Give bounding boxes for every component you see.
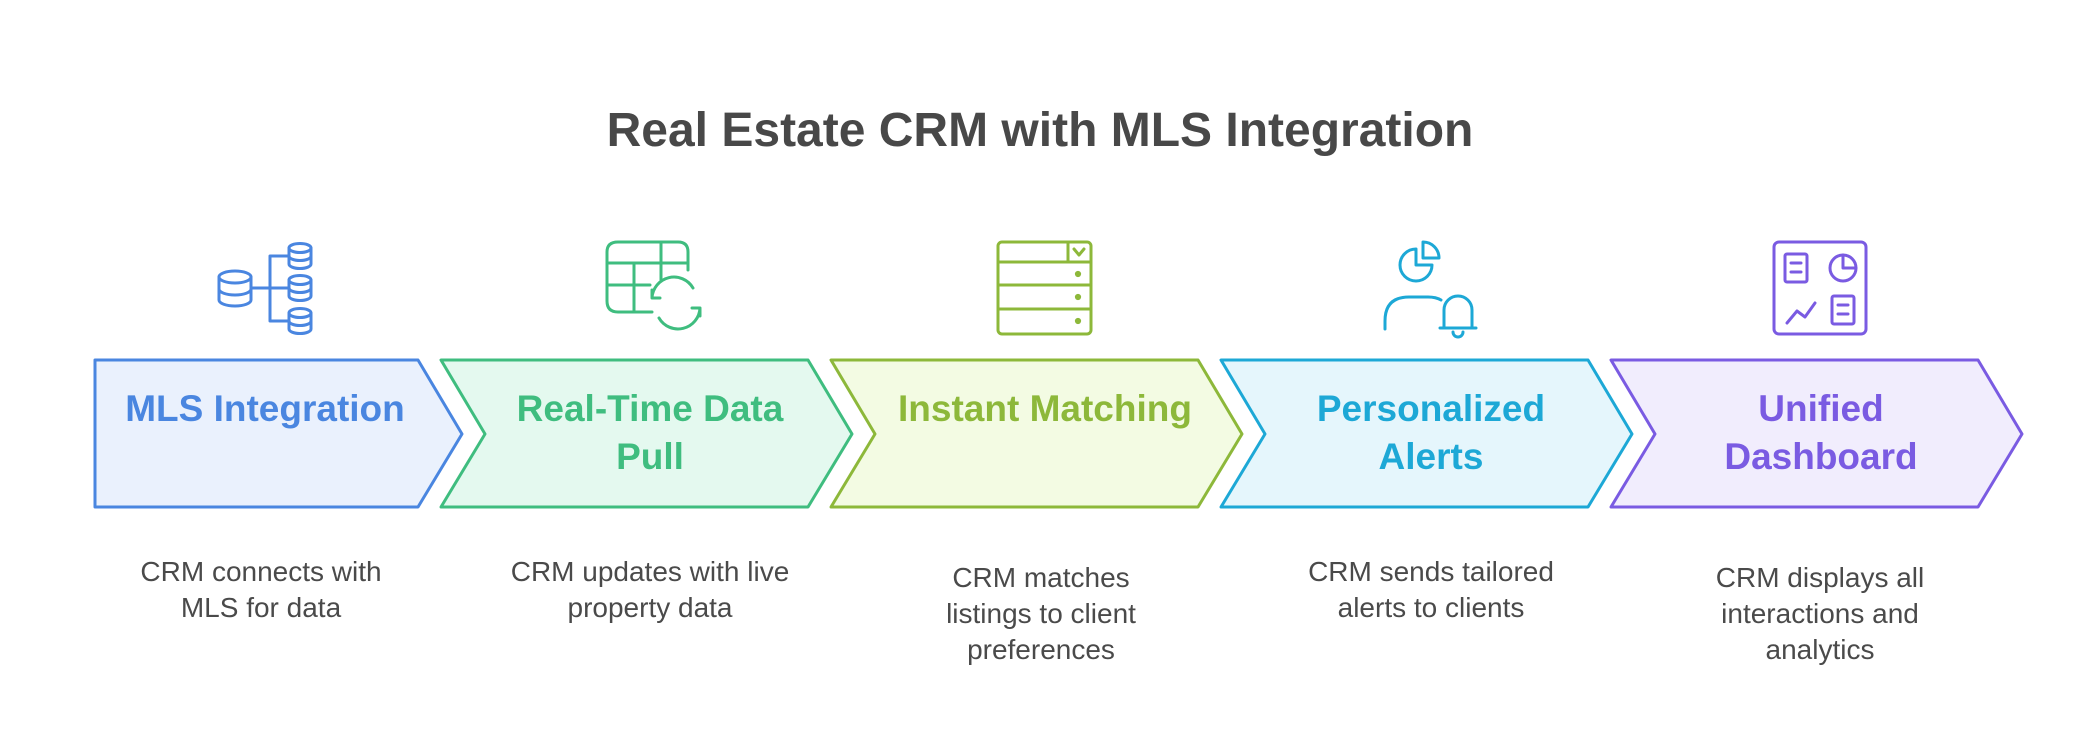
table-refresh-icon <box>605 240 702 331</box>
step-1-label: MLS Integration <box>125 388 405 429</box>
step-2-label: Real-Time Data Pull <box>516 388 784 477</box>
step-3-description: CRM matches listings to client preferenc… <box>946 562 1136 665</box>
database-hierarchy-icon <box>217 242 313 335</box>
diagram-title: Real Estate CRM with MLS Integration <box>606 104 1474 157</box>
step-3-label: Instant Matching <box>898 388 1192 429</box>
step-3-chevron <box>829 358 1244 509</box>
step-1-chevron <box>93 358 464 509</box>
step-5-description: CRM displays all interactions and analyt… <box>1715 562 1925 665</box>
step-4-label: Personalized Alerts <box>1316 388 1546 477</box>
step-4-description: CRM sends tailored alerts to clients <box>1308 556 1554 623</box>
user-bell-icon <box>1383 240 1478 339</box>
step-4-chevron <box>1219 358 1634 509</box>
step-2-chevron <box>439 358 854 509</box>
step-1-description: CRM connects with MLS for data <box>140 556 382 623</box>
step-2-description: CRM updates with live property data <box>510 556 790 623</box>
dashboard-icon <box>1772 240 1868 336</box>
step-5-chevron <box>1609 358 2024 509</box>
server-list-icon <box>996 240 1093 336</box>
step-5-label: Unified Dashboard <box>1724 388 1918 477</box>
